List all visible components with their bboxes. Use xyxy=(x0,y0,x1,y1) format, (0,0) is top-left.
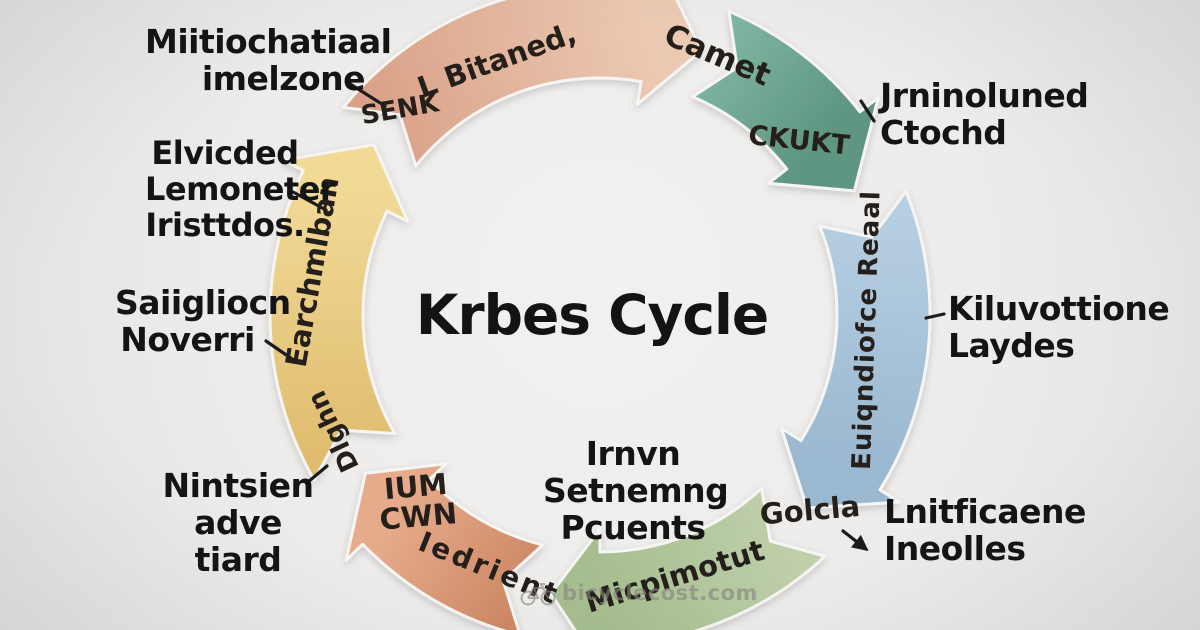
connector-arrow xyxy=(841,529,869,551)
bottom-left-arc-segment xyxy=(344,462,545,630)
connector-line xyxy=(345,80,387,108)
connector-line xyxy=(264,339,297,363)
right-arc-segment xyxy=(780,189,932,510)
arc-badge-ium-cwn: IUM CWN xyxy=(378,466,459,537)
connector-lines xyxy=(264,80,946,551)
label-top-right: Jrninoluned Ctochd xyxy=(880,76,1089,152)
label-top-left: Miitiochatiaal imelzone xyxy=(145,22,392,98)
upper-right-arc-segment xyxy=(691,9,880,193)
top-arc-segment xyxy=(342,0,703,168)
label-bottom-center: Irnvn Setnemng Pcuents xyxy=(543,434,729,547)
connector-line xyxy=(306,464,329,484)
watermark: bicyclecost.com xyxy=(520,580,758,606)
watermark-text: bicyclecost.com xyxy=(562,581,758,605)
label-bottom-right: Lnitficaene Ineolles xyxy=(884,492,1086,568)
connector-line xyxy=(291,190,328,212)
label-bottom-left: Nintsien adve tiard xyxy=(162,466,314,579)
left-arc-segment xyxy=(268,143,410,482)
connector-line xyxy=(859,99,876,123)
label-left-middle: Saiigliocn Noverri xyxy=(115,283,291,359)
label-left-upper: Elvicded Lemoneter Iristtdos. xyxy=(145,134,336,244)
page-title: Krbes Cycle xyxy=(415,283,769,347)
bottom-right-arc-segment xyxy=(549,486,827,630)
connector-dash xyxy=(924,312,946,320)
bicycle-icon xyxy=(520,583,556,606)
label-right: Kiluvottione Laydes xyxy=(948,289,1170,365)
